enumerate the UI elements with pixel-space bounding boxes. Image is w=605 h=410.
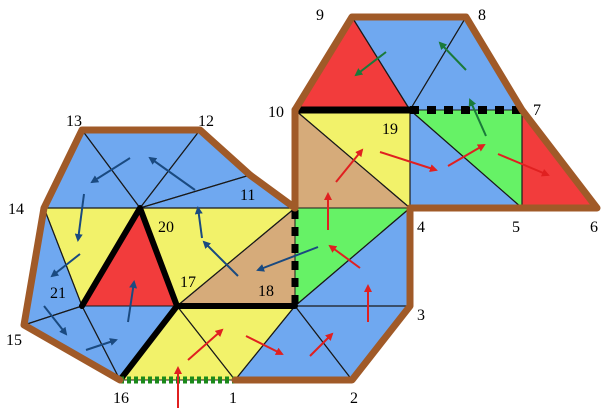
red-arrow [245,335,284,355]
vertex-label-6: 6 [590,219,598,236]
red-arrow [187,328,224,361]
vertex-label-11: 11 [240,187,255,204]
blue-arrows [43,156,319,351]
blue-arrow [194,206,203,239]
border-top-block [231,13,601,384]
red-arrow [379,151,438,172]
red-arrows [174,143,550,408]
blue-arrow [148,156,196,191]
vertex-label-20: 20 [158,219,174,236]
vertex-label-18: 18 [258,283,274,300]
thick-edge-17-16 [117,303,180,383]
green-arrow [438,41,467,71]
green-arrow [468,98,487,137]
vertex-labels: 1 2 3 4 5 6 7 8 9 10 11 12 13 14 15 16 1… [6,7,598,407]
vertex-label-10: 10 [268,104,284,121]
internal-edges [23,16,523,381]
thick-triangle-20 [79,205,180,309]
vertex-label-17: 17 [180,274,196,291]
vertex-label-12: 12 [198,113,214,130]
thick-boundaries [79,106,414,383]
blue-arrow [50,253,81,278]
vertex-label-15: 15 [6,332,22,349]
edge [351,16,411,111]
vertex-label-21: 21 [50,285,66,302]
edge [23,305,83,326]
red-arrow [328,244,361,269]
edge [294,207,411,307]
blue-arrow [90,157,131,184]
blue-arrow [127,280,138,323]
vertex-label-5: 5 [512,219,520,236]
blue-arrow [256,246,319,272]
vertex-label-9: 9 [316,7,324,24]
edge [81,305,121,381]
edge [409,109,523,209]
edge [409,16,467,111]
edge [176,207,296,307]
vertex-label-7: 7 [533,102,541,119]
red-arrow [447,143,486,167]
blue-arrow [85,338,118,351]
edge [139,129,201,209]
vertex-label-4: 4 [417,219,425,236]
outer-border [20,13,601,384]
green-arrows [354,41,487,137]
blue-arrow [74,193,85,242]
vertex-label-3: 3 [417,307,425,324]
edge [294,109,411,209]
edge [234,305,296,381]
green-arrow [354,51,387,77]
border-left-block [20,126,299,384]
vertex-label-8: 8 [478,7,486,24]
vertex-label-13: 13 [66,113,82,130]
red-arrow [497,153,550,177]
vertex-label-19: 19 [382,121,398,138]
vertex-label-14: 14 [8,201,24,218]
blue-arrow [43,305,68,336]
red-arrow [335,148,364,183]
edge [139,174,251,209]
vertex-label-1: 1 [229,390,237,407]
red-arrow [309,332,334,357]
vertex-label-2: 2 [350,390,358,407]
edge [43,207,83,307]
blue-arrow [202,240,239,277]
vertex-label-16: 16 [113,390,129,407]
